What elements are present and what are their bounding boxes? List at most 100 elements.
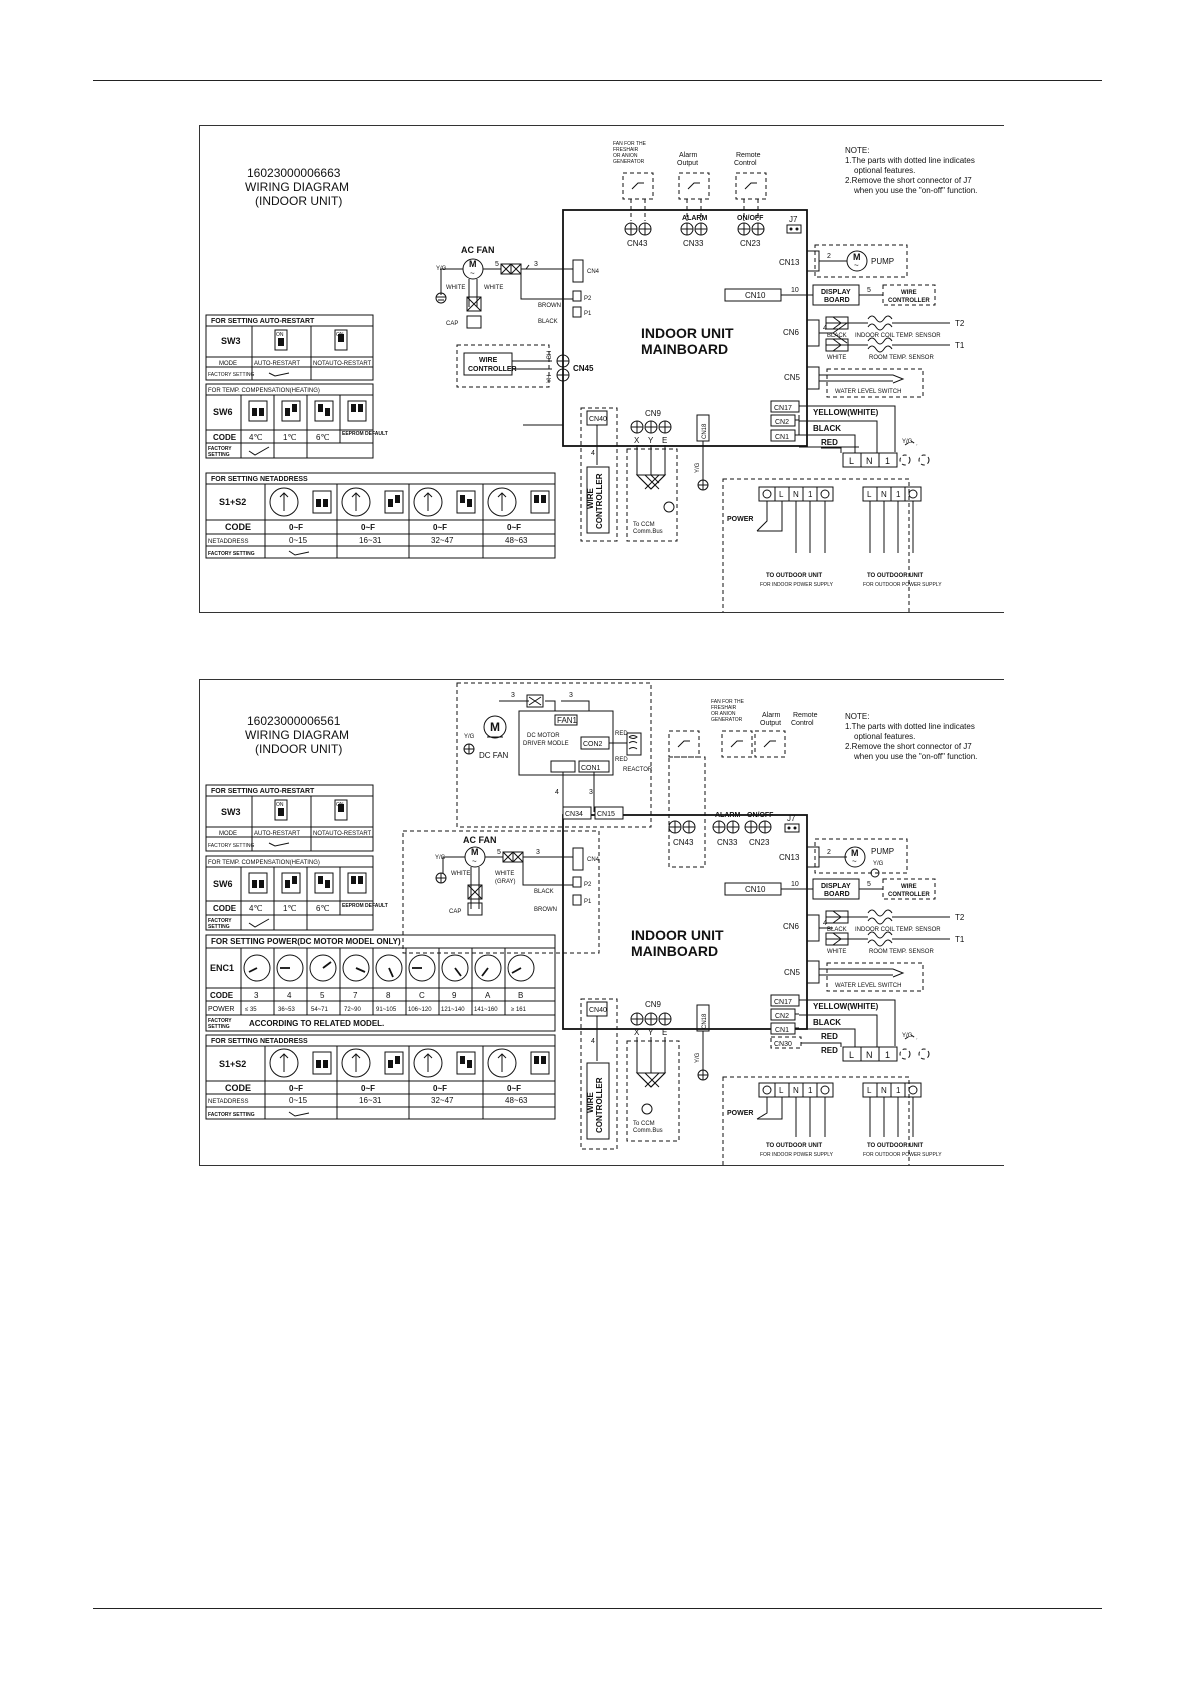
svg-text:1℃: 1℃ xyxy=(283,433,296,442)
svg-text:TO OUTDOOR UNIT: TO OUTDOOR UNIT xyxy=(766,573,823,579)
svg-text:141~160: 141~160 xyxy=(474,1007,498,1013)
svg-text:FOR OUTDOOR POWER SUPPLY: FOR OUTDOOR POWER SUPPLY xyxy=(863,1152,942,1158)
svg-text:WIRE: WIRE xyxy=(586,1091,595,1113)
svg-text:DC MOTOR: DC MOTOR xyxy=(527,733,560,739)
svg-text:P2: P2 xyxy=(584,882,592,888)
svg-text:FOR OUTDOOR POWER SUPPLY: FOR OUTDOOR POWER SUPPLY xyxy=(863,582,942,588)
svg-text:REACTOR: REACTOR xyxy=(623,767,653,773)
svg-text:POWER: POWER xyxy=(727,1110,753,1117)
svg-text:1: 1 xyxy=(885,1050,890,1060)
svg-text:CN4: CN4 xyxy=(587,857,600,863)
svg-text:PUMP: PUMP xyxy=(871,847,894,856)
svg-text:WHITE: WHITE xyxy=(446,285,465,291)
wiring-diagram-2-svg: 16023000006561 WIRING DIAGRAM (INDOOR UN… xyxy=(205,682,977,1166)
svg-text:N: N xyxy=(866,1050,873,1060)
diagram2-code: 16023000006561 xyxy=(247,714,341,728)
svg-text:FOR TEMP. COMPENSATION(HEATING: FOR TEMP. COMPENSATION(HEATING) xyxy=(208,860,320,866)
svg-text:when you use the "on-off" func: when you use the "on-off" function. xyxy=(853,752,977,761)
svg-text:SW3: SW3 xyxy=(221,807,241,817)
svg-text:≤ 35: ≤ 35 xyxy=(245,1007,257,1013)
wiring-diagram-1-svg: 16023000006663 WIRING DIAGRAM (INDOOR UN… xyxy=(205,141,977,613)
svg-text:DC FAN: DC FAN xyxy=(479,751,509,760)
svg-text:CN5: CN5 xyxy=(784,968,801,977)
svg-text:0~F: 0~F xyxy=(433,1084,447,1093)
svg-text:4: 4 xyxy=(591,1038,595,1045)
svg-text:1: 1 xyxy=(896,490,901,499)
svg-text:ON: ON xyxy=(276,802,284,808)
svg-text:3: 3 xyxy=(254,991,259,1000)
svg-text:N: N xyxy=(793,1086,799,1095)
svg-text:0~F: 0~F xyxy=(289,1084,303,1093)
svg-text:Y/G: Y/G xyxy=(873,861,884,867)
svg-text:BLACK: BLACK xyxy=(827,333,847,339)
svg-text:4: 4 xyxy=(591,450,595,457)
cn43-connector: CN43 xyxy=(624,222,652,248)
svg-text:WIRE: WIRE xyxy=(901,290,917,296)
svg-text:ALARM: ALARM xyxy=(715,812,740,819)
svg-text:WATER LEVEL SWITCH: WATER LEVEL SWITCH xyxy=(835,389,901,395)
auto-restart-table-2: FOR SETTING AUTO-RESTART SW3 ON ON MODE … xyxy=(205,784,374,852)
svg-text:0~F: 0~F xyxy=(289,523,303,532)
svg-text:106~120: 106~120 xyxy=(408,1007,432,1013)
svg-text:To CCM: To CCM xyxy=(633,522,655,528)
svg-text:AUTO-RESTART: AUTO-RESTART xyxy=(254,831,300,837)
svg-text:(GRAY): (GRAY) xyxy=(495,879,516,885)
svg-text:121~140: 121~140 xyxy=(441,1007,465,1013)
power-setting-table: FOR SETTING POWER(DC MOTOR MODEL ONLY) E… xyxy=(205,934,556,1032)
svg-text:CN23: CN23 xyxy=(740,239,761,248)
svg-text:48~63: 48~63 xyxy=(505,1096,528,1105)
svg-text:CN5: CN5 xyxy=(784,373,801,382)
diagram1-code: 16023000006663 xyxy=(247,166,341,180)
cn45-label: CN45 xyxy=(573,364,594,373)
svg-text:RED: RED xyxy=(821,438,838,447)
svg-text:Comm.Bus: Comm.Bus xyxy=(633,1128,663,1134)
svg-text:CN18: CN18 xyxy=(702,1013,708,1029)
svg-text:5: 5 xyxy=(867,287,871,294)
fan-freshair-label: FAN FOR THE FRESHAIR OR ANION GENERATOR xyxy=(613,141,647,165)
svg-text:CN4: CN4 xyxy=(587,269,600,275)
svg-text:Output: Output xyxy=(677,160,698,167)
optional-remote-box xyxy=(735,172,767,200)
svg-text:YELLOW(WHITE): YELLOW(WHITE) xyxy=(813,408,879,417)
svg-text:X: X xyxy=(634,1028,640,1037)
svg-text:Y/G: Y/G xyxy=(435,855,446,861)
svg-text:Alarm: Alarm xyxy=(762,712,780,719)
svg-text:NOTE:: NOTE: xyxy=(845,146,869,155)
svg-text:Y: Y xyxy=(648,436,654,445)
svg-text:N: N xyxy=(793,490,799,499)
diagram2-subtitle: (INDOOR UNIT) xyxy=(255,742,342,756)
svg-text:4℃: 4℃ xyxy=(249,433,262,442)
svg-text:TO OUTDOOR UNIT: TO OUTDOOR UNIT xyxy=(766,1143,823,1149)
svg-text:P2: P2 xyxy=(584,296,592,302)
cn34-connector xyxy=(562,806,592,820)
svg-text:CODE: CODE xyxy=(210,991,234,1000)
svg-text:CN1: CN1 xyxy=(775,434,789,441)
svg-text:48~63: 48~63 xyxy=(505,536,528,545)
svg-text:T2: T2 xyxy=(955,319,965,328)
svg-text:4: 4 xyxy=(823,325,827,332)
svg-text:CN40: CN40 xyxy=(589,1007,607,1014)
svg-text:BLACK: BLACK xyxy=(813,1018,841,1027)
svg-text:FACTORY: FACTORY xyxy=(208,1018,232,1024)
svg-text:BLACK: BLACK xyxy=(538,319,558,325)
svg-text:CN9: CN9 xyxy=(645,409,662,418)
svg-text:9: 9 xyxy=(452,991,457,1000)
svg-text:FOR SETTING NETADDRESS: FOR SETTING NETADDRESS xyxy=(211,1038,308,1045)
cn6-connector xyxy=(806,319,820,347)
svg-text:54~71: 54~71 xyxy=(311,1007,329,1013)
svg-text:TO OUTDOOR UNIT: TO OUTDOOR UNIT xyxy=(867,573,924,579)
svg-text:CN33: CN33 xyxy=(717,838,738,847)
mainboard-label-1: INDOOR UNIT xyxy=(641,325,734,341)
svg-text:BROWN: BROWN xyxy=(538,303,561,309)
svg-text:32~47: 32~47 xyxy=(431,536,454,545)
svg-text:SETTING: SETTING xyxy=(208,924,230,930)
svg-text:BLACK: BLACK xyxy=(813,424,841,433)
svg-text:FAN FOR THE: FAN FOR THE xyxy=(613,141,647,147)
remote-control-label-1: Remote xyxy=(736,152,761,159)
water-level-switch-box xyxy=(826,368,924,398)
svg-text:ROOM TEMP. SENSOR: ROOM TEMP. SENSOR xyxy=(869,949,934,955)
svg-text:PUMP: PUMP xyxy=(871,257,894,266)
svg-text:CN40: CN40 xyxy=(589,416,607,423)
svg-text:CN17: CN17 xyxy=(774,999,792,1006)
netaddress-table: FOR SETTING NETADDRESS S1+S2 CODE 0~F 0~… xyxy=(205,472,556,559)
